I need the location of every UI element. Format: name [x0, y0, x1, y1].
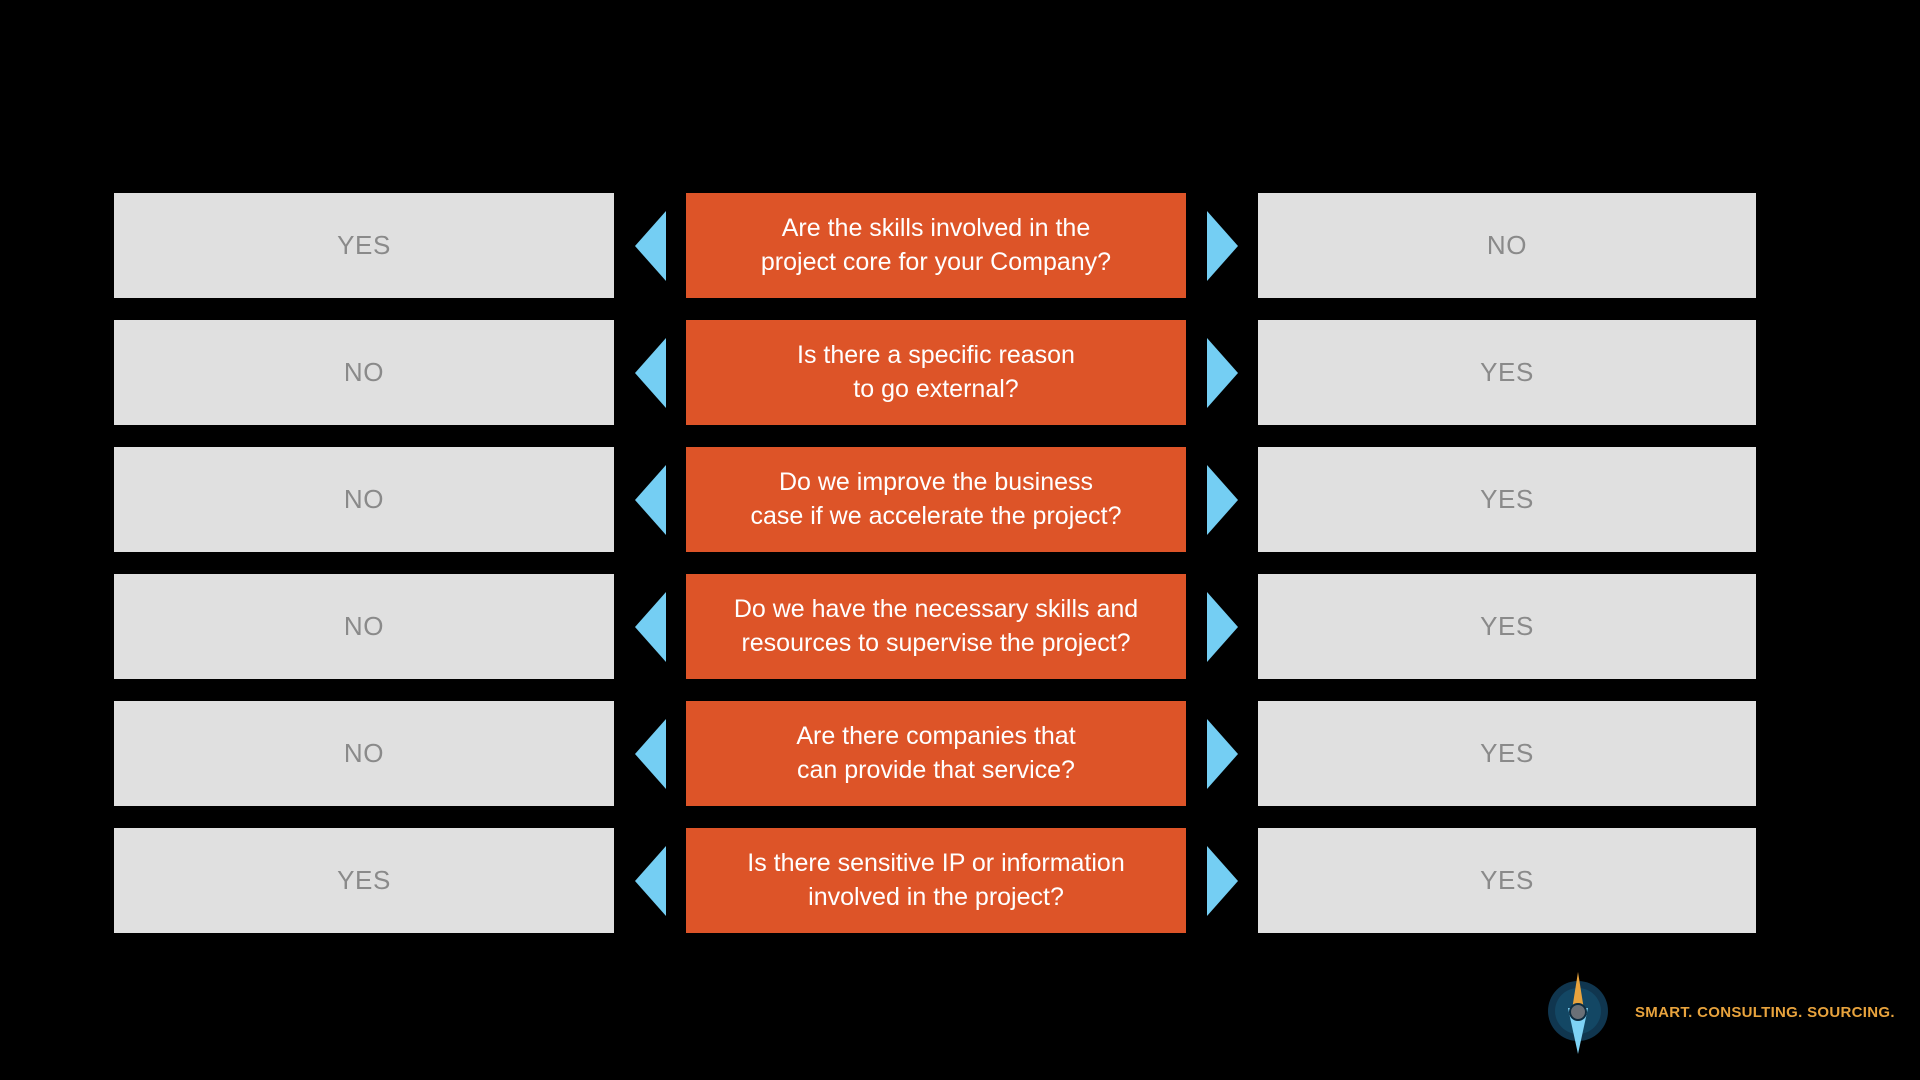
right-answer-label: YES [1480, 611, 1534, 641]
arrow-left-icon [634, 337, 666, 408]
arrow-right-icon [1206, 210, 1238, 281]
table-row: NO Is there a specific reason to go exte… [114, 320, 1756, 425]
arrow-right-icon [1206, 718, 1238, 789]
right-answer-label: YES [1480, 484, 1534, 514]
arrow-left-icon [634, 591, 666, 662]
question-box-1[interactable]: Are the skills involved in the project c… [686, 193, 1186, 298]
table-row: YES Is there sensitive IP or information… [114, 828, 1756, 933]
question-label: Is there a specific reason to go externa… [797, 341, 1075, 403]
left-answer-label: NO [343, 357, 385, 387]
left-answer-box-2[interactable]: NO [114, 320, 614, 425]
left-answer-label: NO [343, 484, 385, 514]
left-answer-box-6[interactable]: YES [114, 828, 614, 933]
right-answer-box-2[interactable]: YES [1258, 320, 1756, 425]
right-arrow-cell-3 [1186, 447, 1258, 552]
right-answer-box-6[interactable]: YES [1258, 828, 1756, 933]
right-arrow-cell-6 [1186, 828, 1258, 933]
left-answer-label: YES [337, 865, 391, 895]
arrow-left-icon [634, 845, 666, 916]
arrow-right-icon [1206, 464, 1238, 535]
table-row: NO Do we improve the business case if we… [114, 447, 1756, 552]
question-box-4[interactable]: Do we have the necessary skills and reso… [686, 574, 1186, 679]
brand-logo: SMART. CONSULTING. SOURCING. [1545, 968, 1895, 1056]
question-label: Are there companies that can provide tha… [796, 722, 1076, 784]
right-answer-label: YES [1480, 865, 1534, 895]
logo-tagline: SMART. CONSULTING. SOURCING. [1635, 1003, 1895, 1021]
question-box-2[interactable]: Is there a specific reason to go externa… [686, 320, 1186, 425]
left-arrow-cell-5 [614, 701, 686, 806]
left-arrow-cell-4 [614, 574, 686, 679]
right-arrow-cell-2 [1186, 320, 1258, 425]
arrow-left-icon [634, 210, 666, 281]
left-answer-box-4[interactable]: NO [114, 574, 614, 679]
left-arrow-cell-1 [614, 193, 686, 298]
table-row: YES Are the skills involved in the proje… [114, 193, 1756, 298]
right-arrow-cell-1 [1186, 193, 1258, 298]
question-label: Do we improve the business case if we ac… [750, 468, 1122, 530]
right-answer-box-5[interactable]: YES [1258, 701, 1756, 806]
question-box-3[interactable]: Do we improve the business case if we ac… [686, 447, 1186, 552]
right-answer-box-1[interactable]: NO [1258, 193, 1756, 298]
right-answer-box-3[interactable]: YES [1258, 447, 1756, 552]
arrow-left-icon [634, 464, 666, 535]
right-arrow-cell-4 [1186, 574, 1258, 679]
right-answer-label: YES [1480, 738, 1534, 768]
left-arrow-cell-6 [614, 828, 686, 933]
question-box-6[interactable]: Is there sensitive IP or information inv… [686, 828, 1186, 933]
compass-needle-logo-icon [1545, 968, 1611, 1056]
arrow-right-icon [1206, 337, 1238, 408]
left-answer-label: NO [343, 611, 385, 641]
question-box-5[interactable]: Are there companies that can provide tha… [686, 701, 1186, 806]
arrow-right-icon [1206, 591, 1238, 662]
question-label: Are the skills involved in the project c… [760, 214, 1112, 276]
left-answer-box-3[interactable]: NO [114, 447, 614, 552]
right-arrow-cell-5 [1186, 701, 1258, 806]
table-row: NO Do we have the necessary skills and r… [114, 574, 1756, 679]
right-answer-label: NO [1486, 230, 1528, 260]
left-answer-box-5[interactable]: NO [114, 701, 614, 806]
right-answer-box-4[interactable]: YES [1258, 574, 1756, 679]
left-answer-label: YES [337, 230, 391, 260]
question-label: Is there sensitive IP or information inv… [747, 849, 1125, 911]
arrow-right-icon [1206, 845, 1238, 916]
question-label: Do we have the necessary skills and reso… [733, 595, 1139, 657]
left-answer-label: NO [343, 738, 385, 768]
compass-hub-icon [1569, 1003, 1587, 1021]
left-answer-box-1[interactable]: YES [114, 193, 614, 298]
left-arrow-cell-3 [614, 447, 686, 552]
table-row: NO Are there companies that can provide … [114, 701, 1756, 806]
right-answer-label: YES [1480, 357, 1534, 387]
left-arrow-cell-2 [614, 320, 686, 425]
arrow-left-icon [634, 718, 666, 789]
decision-matrix: YES Are the skills involved in the proje… [114, 193, 1756, 933]
